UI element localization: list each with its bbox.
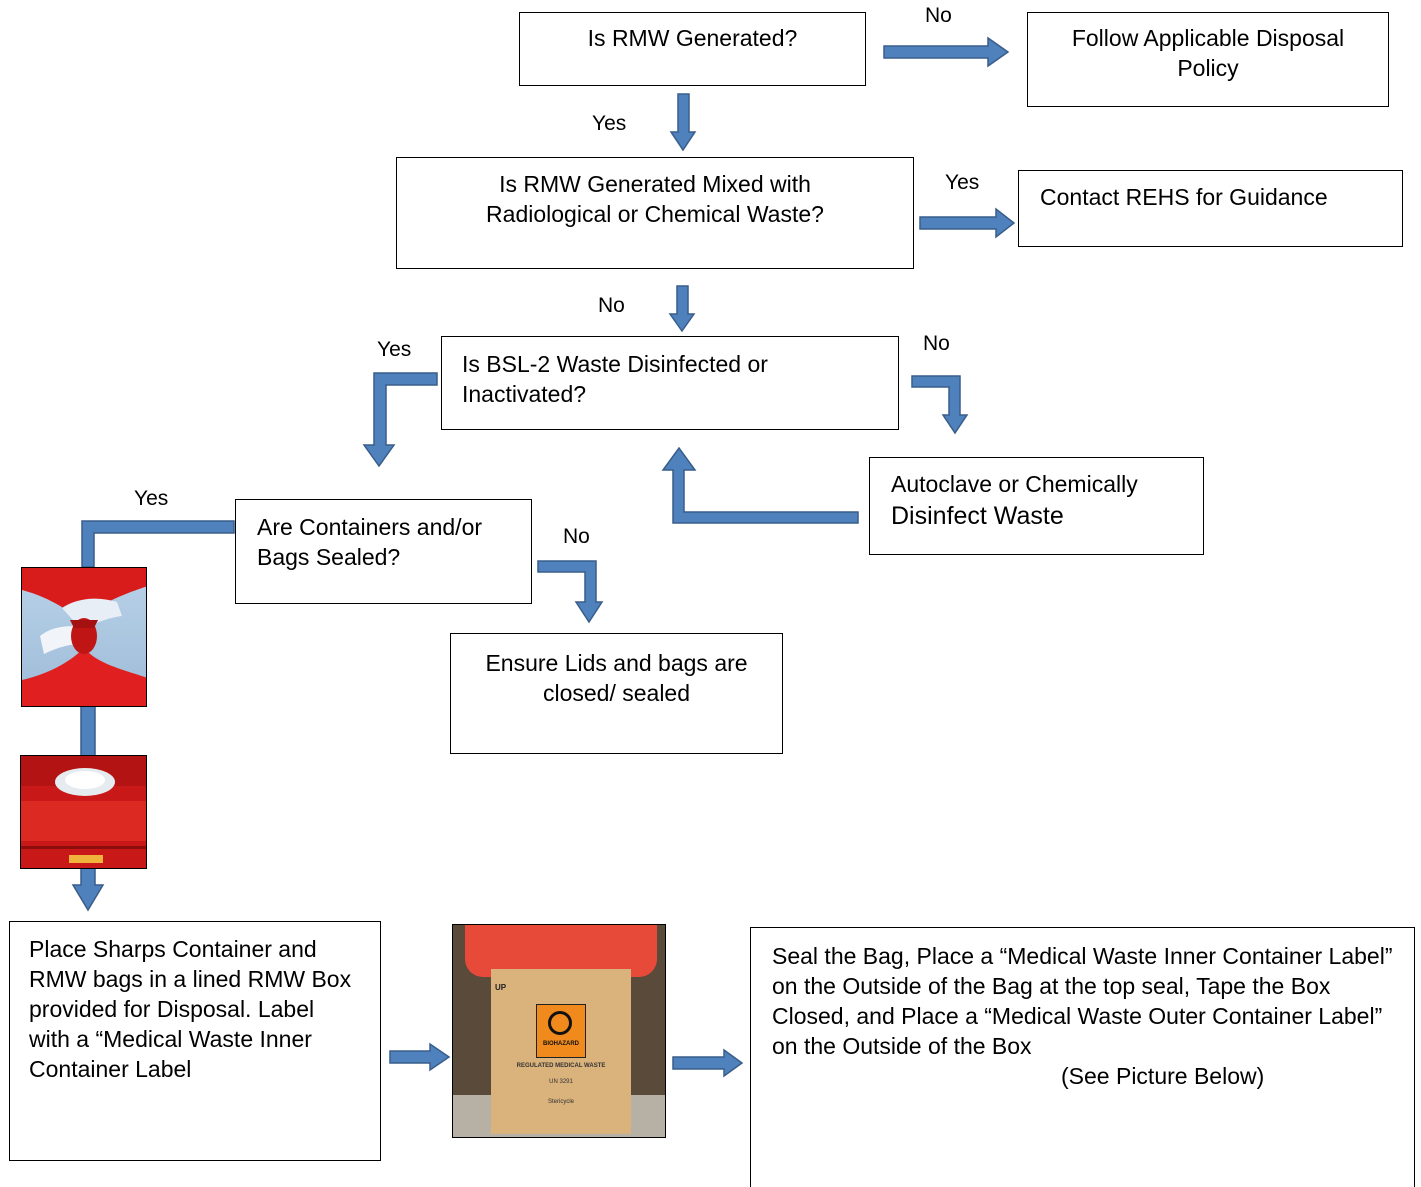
label-yes-2: Yes: [945, 171, 980, 194]
label-no-2: No: [598, 294, 625, 317]
arrow-place-to-photo: [389, 1042, 451, 1072]
place-in-box-box: Place Sharps Container and RMW bags in a…: [9, 921, 381, 1161]
biohazard-label: BIOHAZARD: [536, 1004, 586, 1058]
seal-bag-box: Seal the Bag, Place a “Medical Waste Inn…: [750, 927, 1415, 1187]
biohazard-icon: [548, 1011, 572, 1035]
ensure-closed-box: Ensure Lids and bags are closed/ sealed: [450, 633, 783, 754]
q4-text: Are Containers and/or Bags Sealed?: [257, 514, 483, 570]
arrow-photo-to-seal: [672, 1048, 744, 1078]
arrow-q3-to-q4: [362, 372, 438, 468]
label-no-3: No: [923, 332, 950, 355]
arrow-q1-to-follow: [883, 36, 1010, 68]
q2-mixed-waste-box: Is RMW Generated Mixed with Radiological…: [396, 157, 914, 269]
arrow-q2-to-contact: [919, 207, 1016, 239]
label-no-1: No: [925, 4, 952, 27]
autoclave-box: Autoclave or Chemically Disinfect Waste: [869, 457, 1204, 555]
arrow-q4-to-ensure: [537, 560, 604, 624]
arrow-photo-to-place: [71, 867, 105, 912]
arrow-q1-to-q2: [669, 93, 697, 152]
contact-rehs-box: Contact REHS for Guidance: [1018, 170, 1403, 247]
autoclave-line1: Autoclave or Chemically: [891, 471, 1138, 497]
rmw-text: REGULATED MEDICAL WASTE: [516, 1063, 606, 1069]
place-text: Place Sharps Container and RMW bags in a…: [29, 936, 352, 1082]
q2-text: Is RMW Generated Mixed with Radiological…: [486, 171, 824, 227]
brand-text: Stericycle: [547, 1099, 574, 1105]
seal-note: (See Picture Below): [1061, 1063, 1265, 1089]
q3-bsl2-box: Is BSL-2 Waste Disinfected or Inactivate…: [441, 336, 899, 430]
arrow-q3-to-autoclave: [911, 375, 969, 435]
ensure-text: Ensure Lids and bags are closed/ sealed: [485, 650, 748, 706]
tied-red-bag-photo: [21, 567, 147, 707]
label-yes-1: Yes: [592, 112, 627, 135]
q1-text: Is RMW Generated?: [587, 25, 798, 51]
label-no-4: No: [563, 525, 590, 548]
arrow-autoclave-to-q3: [661, 446, 859, 524]
arrow-q2-to-q3: [668, 285, 696, 333]
un-text: UN 3291: [549, 1079, 573, 1085]
autoclave-line2: Disinfect Waste: [891, 502, 1064, 530]
label-yes-4: Yes: [134, 487, 169, 510]
sharps-container-photo: [20, 755, 147, 869]
box-up-label: UP: [495, 983, 507, 992]
follow-text: Follow Applicable Disposal Policy: [1071, 25, 1345, 81]
q4-sealed-box: Are Containers and/or Bags Sealed?: [235, 499, 532, 604]
q1-rmw-generated-box: Is RMW Generated?: [519, 12, 866, 86]
seal-text: Seal the Bag, Place a “Medical Waste Inn…: [772, 943, 1393, 1059]
arrow-photo-link: [80, 704, 96, 757]
rmw-box-photo: UP BIOHAZARD REGULATED MEDICAL WASTE UN …: [452, 924, 666, 1138]
follow-disposal-policy-box: Follow Applicable Disposal Policy: [1027, 12, 1389, 107]
label-yes-3: Yes: [377, 338, 412, 361]
q3-text: Is BSL-2 Waste Disinfected or Inactivate…: [462, 351, 768, 407]
arrow-q4-yes-line: [81, 520, 235, 568]
contact-text: Contact REHS for Guidance: [1040, 184, 1328, 210]
